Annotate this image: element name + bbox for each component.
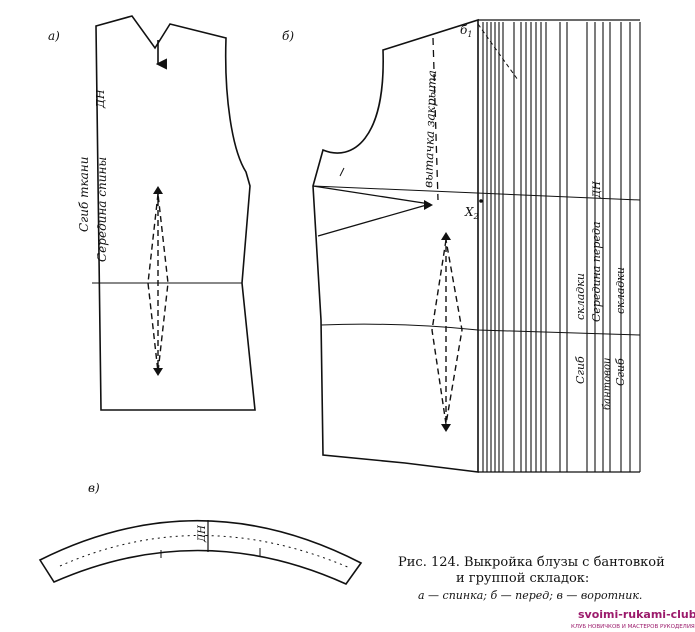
collar-piece	[38, 519, 363, 585]
front-dart-top-tip	[441, 232, 451, 240]
collar-dn-label: ДН	[197, 525, 208, 543]
part-v-label: в)	[88, 481, 100, 495]
front-outline	[312, 18, 479, 473]
dn-marker-short	[339, 167, 345, 177]
b1-main: б	[460, 23, 468, 37]
dart-apex-arrow	[424, 200, 433, 210]
dart-closed-line	[432, 37, 439, 201]
front-pleat-lines	[482, 22, 641, 472]
fold-sgib-label-2: Сгиб	[614, 358, 627, 386]
caption-line-3: а — спинка; б — перед; в — воротник.	[418, 589, 642, 602]
caption-line-2: и группой складок:	[456, 571, 589, 586]
back-dart-top-tip	[153, 186, 163, 194]
b1-label: б1	[460, 23, 472, 39]
caption-line-1: Рис. 124. Выкройка блузы с бантовкой	[398, 555, 665, 570]
dn-label-front: ДН	[592, 181, 603, 199]
center-front-label: Середина переда	[590, 221, 603, 322]
part-b-label: б)	[282, 29, 294, 43]
bow-pleat-label: бантовой	[602, 358, 613, 410]
watermark-site: svoimi-rukami-club.ru	[578, 608, 695, 621]
b1-curve	[477, 23, 519, 81]
front-bust-line	[312, 185, 641, 201]
front-waist-line	[320, 323, 641, 336]
collar-outline	[38, 519, 363, 585]
front-piece	[312, 18, 641, 473]
x2-label: Х2	[464, 205, 479, 221]
pleats-label-2: складки	[614, 267, 627, 314]
back-outline	[95, 15, 256, 411]
center-back-label: Середина спины	[95, 157, 109, 262]
fold-fabric-label: Сгиб ткани	[77, 157, 91, 232]
front-waist-dart	[431, 236, 463, 428]
fold-sgib-label: Сгиб	[574, 356, 587, 384]
dn-label-back: ДН	[94, 89, 107, 109]
x2-main: Х	[464, 205, 474, 219]
x2-point	[479, 199, 483, 203]
b1-subscript: 1	[467, 30, 472, 39]
pleats-label-1: складки	[574, 273, 587, 320]
x2-subscript: 2	[473, 212, 479, 221]
back-dart-bottom-tip	[153, 368, 163, 376]
dart-closed-label: вытачка закрыта	[421, 70, 439, 188]
watermark-tagline: КЛУБ НОВИЧКОВ И МАСТЕРОВ РУКОДЕЛИЯ	[571, 624, 695, 630]
back-piece	[92, 15, 256, 411]
side-bust-dart	[312, 185, 431, 237]
back-waist-dart	[147, 190, 169, 373]
part-a-label: а)	[48, 29, 60, 43]
front-dart-bottom-tip	[441, 424, 451, 432]
